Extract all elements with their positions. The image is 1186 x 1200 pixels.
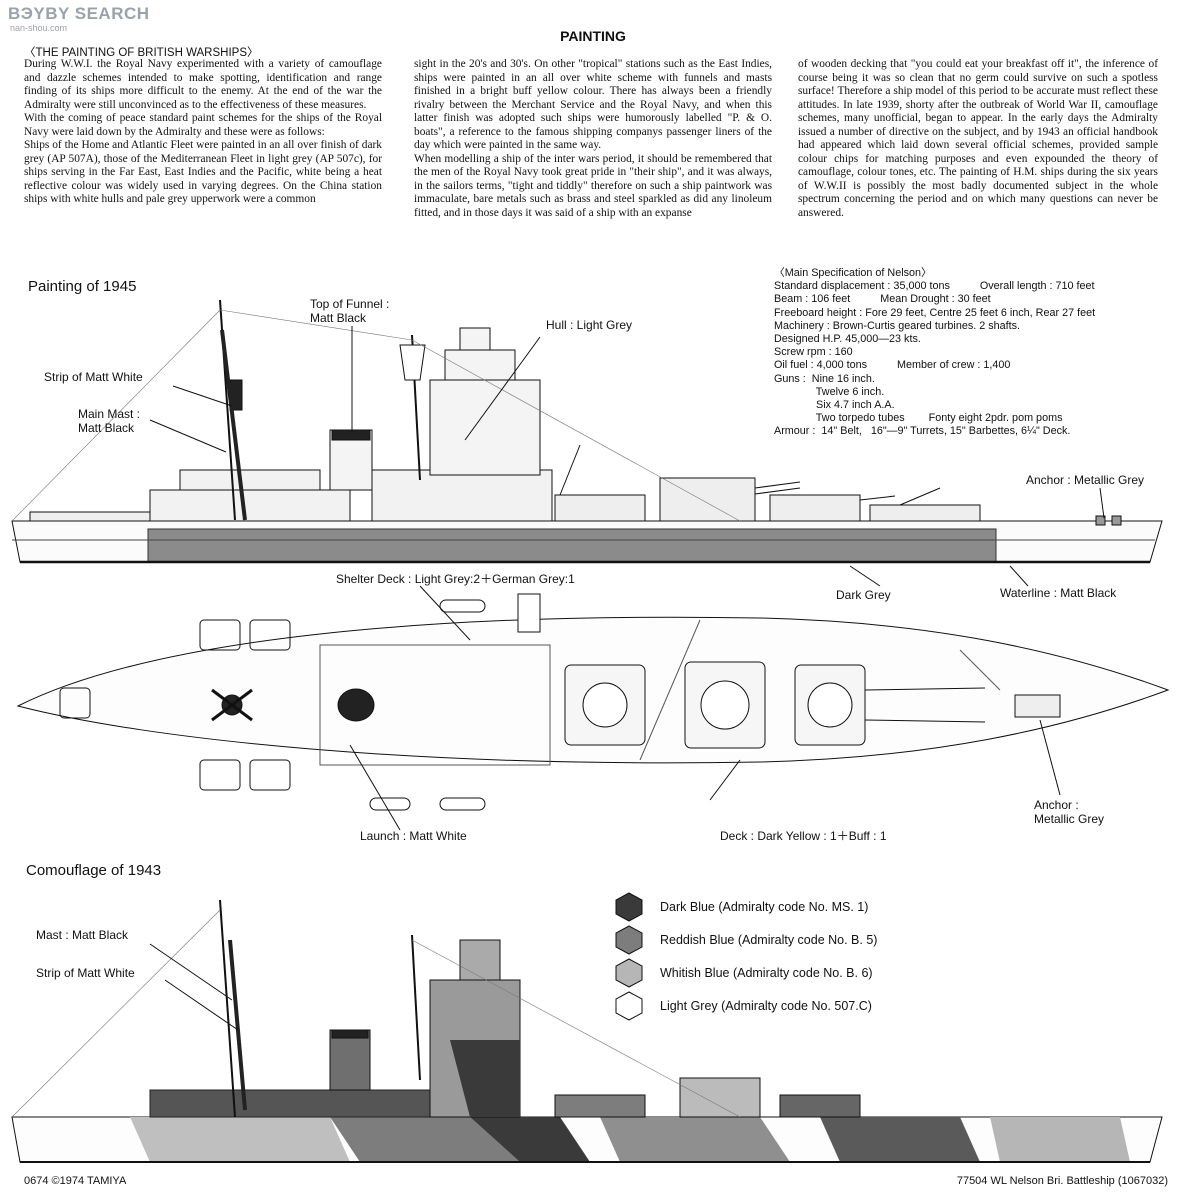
legend-item-dark-blue: Dark Blue (Admiralty code No. MS. 1)	[614, 892, 868, 922]
paragraph: When modelling a ship of the inter wars …	[414, 152, 772, 219]
text-section-heading: 〈THE PAINTING OF BRITISH WARSHIPS〉	[24, 47, 259, 59]
label-strip-1943: Strip of Matt White	[36, 966, 135, 980]
label-waterline: Waterline : Matt Black	[1000, 586, 1117, 600]
swatch-reddish-blue	[615, 925, 643, 955]
swatch-light-grey	[615, 991, 643, 1021]
label-hull: Hull : Light Grey	[546, 318, 633, 332]
label-mainmast: Main Mast : Matt Black	[78, 407, 141, 435]
spec-line: Oil fuel : 4,000 tons Member of crew : 1…	[774, 359, 1011, 372]
paragraph: of wooden decking that "you could eat yo…	[798, 58, 1158, 219]
page-title: PAINTING	[560, 28, 626, 44]
section-title-1945: Painting of 1945	[28, 278, 137, 295]
paragraph: With the coming of peace standard paint …	[24, 112, 382, 138]
watermark-logo: ВЭYBY SEARCH	[8, 4, 150, 23]
label-anchor-side: Anchor : Metallic Grey	[1026, 473, 1145, 487]
ship-deck-plan-1945	[16, 585, 1170, 831]
legend-item-light-grey: Light Grey (Admiralty code No. 507.C)	[614, 991, 872, 1021]
footer-product-code: 77504 WL Nelson Bri. Battleship (1067032…	[956, 1175, 1168, 1187]
paragraph: During W.W.I. the Royal Navy experimente…	[24, 58, 382, 111]
section-title-1943: Comouflage of 1943	[26, 862, 162, 879]
spec-line: Two torpedo tubes Fonty eight 2pdr. pom …	[774, 412, 1063, 425]
legend-item-reddish-blue: Reddish Blue (Admiralty code No. B. 5)	[614, 925, 877, 955]
text-column-3: of wooden decking that "you could eat yo…	[798, 58, 1158, 220]
spec-line: Standard displacement : 35,000 tons Over…	[774, 280, 1095, 293]
legend-label: Light Grey (Admiralty code No. 507.C)	[660, 999, 872, 1013]
spec-heading: 〈Main Specification of Nelson〉	[774, 267, 932, 279]
label-launch: Launch : Matt White	[360, 829, 467, 843]
paragraph: sight in the 20's and 30's. On other "tr…	[414, 58, 772, 151]
swatch-whitish-blue	[615, 958, 643, 988]
footer-copyright: 0674 ©1974 TAMIYA	[24, 1175, 127, 1187]
label-dark-grey: Dark Grey	[836, 588, 891, 602]
spec-line: Machinery : Brown-Curtis geared turbines…	[774, 319, 1021, 332]
label-funnel: Top of Funnel : Matt Black	[310, 297, 390, 325]
spec-line: Twelve 6 inch.	[774, 385, 885, 398]
label-shelter-deck: Shelter Deck : Light Grey:2＋German Grey:…	[336, 572, 575, 586]
spec-line: Designed H.P. 45,000—23 kts.	[774, 333, 921, 346]
label-mast-1943: Mast : Matt Black	[36, 928, 129, 942]
spec-line: Screw rpm : 160	[774, 346, 853, 359]
ship-profile-1943	[11, 899, 1163, 1163]
specifications: 〈Main Specification of Nelson〉 Standard …	[774, 267, 1095, 439]
spec-line: Guns : Nine 16 inch.	[774, 372, 875, 385]
spec-line: Freeboard height : Fore 29 feet, Centre …	[774, 306, 1096, 319]
legend-label: Dark Blue (Admiralty code No. MS. 1)	[660, 900, 869, 914]
spec-line: Six 4.7 inch A.A.	[774, 399, 895, 412]
spec-line: Armour : 14" Belt, 16"—9" Turrets, 15" B…	[774, 425, 1071, 438]
legend-label: Whitish Blue (Admiralty code No. B. 6)	[660, 966, 873, 980]
paragraph: Ships of the Home and Atlantic Fleet wer…	[24, 139, 382, 205]
legend-item-whitish-blue: Whitish Blue (Admiralty code No. B. 6)	[614, 958, 873, 988]
legend-label: Reddish Blue (Admiralty code No. B. 5)	[660, 933, 878, 947]
text-column-2: sight in the 20's and 30's. On other "tr…	[414, 58, 772, 220]
watermark-url: nan-shou.com	[10, 23, 68, 33]
label-deck: Deck : Dark Yellow : 1＋Buff : 1	[720, 829, 887, 843]
text-column-1: During W.W.I. the Royal Navy experimente…	[24, 58, 382, 207]
label-anchor-top: Anchor : Metallic Grey	[1034, 798, 1105, 826]
ship-profile-1945	[11, 299, 1163, 587]
spec-line: Beam : 106 feet Mean Drought : 30 feet	[774, 293, 991, 306]
swatch-dark-blue	[615, 892, 643, 922]
label-strip-1945: Strip of Matt White	[44, 370, 143, 384]
